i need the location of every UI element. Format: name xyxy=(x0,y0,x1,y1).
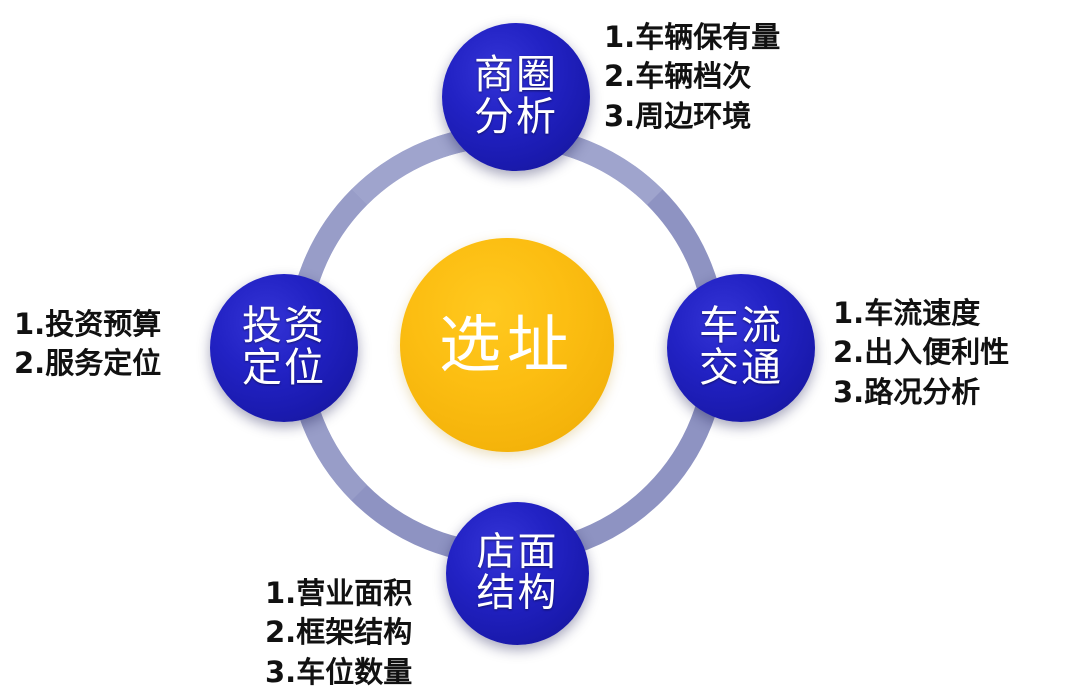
node-label-line-1: 店面 xyxy=(476,529,559,575)
note-item: 2.服务定位 xyxy=(14,346,162,381)
note-item: 3.车位数量 xyxy=(265,654,413,689)
node-label-line-2: 结构 xyxy=(476,570,559,616)
center-node-selection[interactable]: 选址 xyxy=(400,238,614,452)
note-item: 1.投资预算 xyxy=(14,307,162,341)
center-node-label: 选址 xyxy=(438,307,575,381)
notes-investment-positioning: 1.投资预算 2.服务定位 xyxy=(14,305,161,384)
node-label-line-2: 交通 xyxy=(699,345,783,391)
node-label-line-2: 定位 xyxy=(242,345,326,391)
node-label-line-1: 商圈 xyxy=(474,52,558,99)
node-label-line-1: 车流 xyxy=(699,303,783,350)
note-item: 3.周边环境 xyxy=(604,98,752,133)
note-item: 2.车辆档次 xyxy=(604,59,752,94)
note-item: 2.框架结构 xyxy=(265,615,413,650)
note-item: 2.出入便利性 xyxy=(833,335,1010,370)
note-item: 1.营业面积 xyxy=(265,576,413,610)
node-investment-positioning[interactable]: 投资 定位 xyxy=(210,274,358,422)
note-item: 1.车辆保有量 xyxy=(604,20,781,54)
note-item: 3.路况分析 xyxy=(833,374,981,409)
node-label-line-2: 分析 xyxy=(474,94,558,140)
notes-business-district-analysis: 1.车辆保有量 2.车辆档次 3.周边环境 xyxy=(604,18,780,136)
node-label-line-1: 投资 xyxy=(242,303,326,350)
notes-store-structure: 1.营业面积 2.框架结构 3.车位数量 xyxy=(265,574,412,692)
node-traffic-flow[interactable]: 车流 交通 xyxy=(667,274,815,422)
note-item: 1.车流速度 xyxy=(833,296,981,330)
notes-traffic-flow: 1.车流速度 2.出入便利性 3.路况分析 xyxy=(833,294,1009,412)
node-business-district-analysis[interactable]: 商圈 分析 xyxy=(442,23,590,171)
node-store-structure[interactable]: 店面 结构 xyxy=(446,502,589,645)
